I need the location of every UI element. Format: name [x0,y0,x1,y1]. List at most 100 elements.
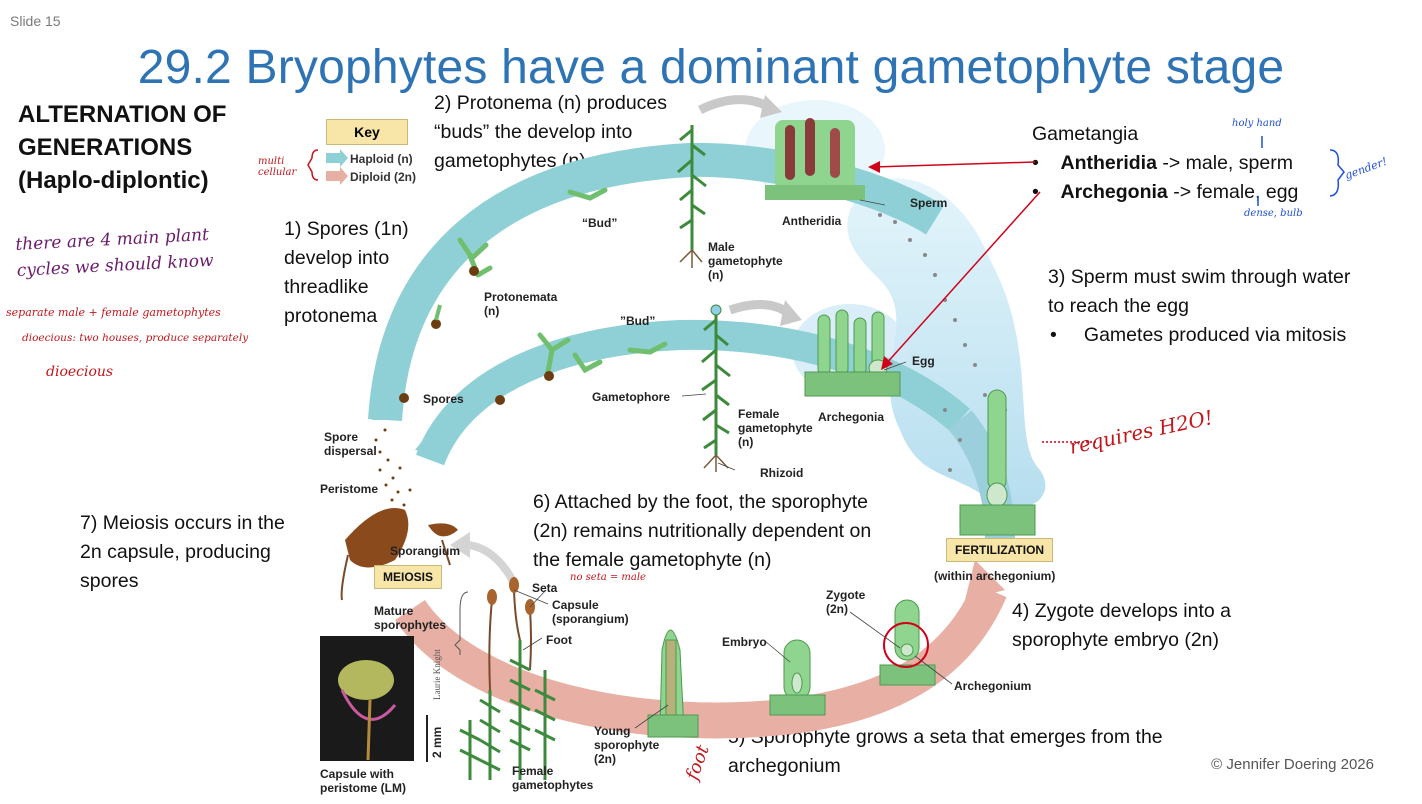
capsule-photo [320,636,414,761]
label-rhizoid: Rhizoid [760,466,804,480]
gray-arrow-top-head [760,95,782,118]
label-female-gametophyte: Female gametophyte (n) [738,407,813,449]
antheridia-term: Antheridia [1060,152,1157,174]
haploid-outer-arrowhead [372,400,398,420]
label-male-3: (n) [708,268,724,282]
gametangia-title: Gametangia [1032,123,1139,145]
step-7-line-1: 7) Meiosis occurs in the [80,512,285,534]
heading-line-1: ALTERNATION OF [18,101,227,128]
spore-lower-1 [544,371,554,381]
young-sporophyte-stage [647,629,699,738]
label-zygote-2: (2n) [826,602,848,616]
label-capsule: Capsule (sporangium) [552,598,629,626]
heading-line-2: GENERATIONS [18,134,193,161]
step-6-text: 6) Attached by the foot, the sporophyte … [533,488,871,575]
embryo-stage [769,639,826,716]
label-bud-top: “Bud” [582,216,618,230]
label-embryo: Embryo [722,635,767,649]
red-arrow-archegonia-head [881,356,893,370]
label-antheridia: Antheridia [782,214,842,228]
gray-arrow-top [697,95,773,115]
gray-arrow-mid-head [780,300,802,326]
step-3-bullet: • Gametes produced via mitosis [1048,321,1350,350]
label-protonemata-2: (n) [484,304,500,318]
spore-lower-2 [495,395,505,405]
heading-line-3: (Haplo-diplontic) [18,167,209,194]
step-5-line-1: 5) Sporophyte grows a seta that emerges … [728,726,1163,748]
label-sporangium: Sporangium [390,544,461,558]
handwritten-note-no-seta: no seta = male [570,572,646,583]
gametangia-block: Gametangia • Antheridia -> male, sperm •… [1032,120,1298,207]
step-7-text: 7) Meiosis occurs in the 2n capsule, pro… [80,509,285,596]
red-arrow-antheridia-head [868,161,880,173]
step-4-line-1: 4) Zygote develops into a [1012,600,1231,622]
step-5-line-2: archegonium [728,755,841,777]
handwritten-note-two-houses: dioecious: two houses, produce separatel… [22,332,249,344]
leader-lines [513,199,953,729]
label-mature-sporophytes: Mature sporophytes [374,604,446,632]
step-1-line-2: develop into [284,247,390,269]
label-young-1: Young [594,724,631,738]
label-spore-dispersal-2: dispersal [324,444,377,458]
label-foot: Foot [546,633,572,647]
step-4-text: 4) Zygote develops into a sporophyte emb… [1012,597,1231,655]
key-diploid-arrow [326,167,348,185]
step-1-line-1: 1) Spores (1n) [284,218,409,240]
step-1-text: 1) Spores (1n) develop into threadlike p… [284,215,409,331]
label-spore-dispersal: Spore dispersal [324,430,377,458]
handwritten-note-dense-bulb: dense, bulb [1244,208,1303,219]
handwritten-note-multicellular: multi cellular [258,156,297,178]
label-fertilization-sub: (within archegonium) [934,569,1056,583]
meiosis-tag: MEIOSIS [374,565,443,589]
gray-arrow-mid [728,300,794,319]
step-2-line-3: gametophytes (n) [434,150,586,172]
antheridia-item: • Antheridia -> male, sperm [1032,149,1298,178]
key-title: Key [326,119,408,145]
label-female-1: Female [738,407,780,421]
step-2-line-2: “buds” the develop into [434,121,633,143]
label-capsule-lm: Capsule with peristome (LM) [320,767,406,795]
label-young-2: sporophyte [594,738,660,752]
slide-title: 29.2 Bryophytes have a dominant gametoph… [137,41,1285,94]
male-gametophyte-plant [677,125,707,250]
label-female-gametophytes-2: gametophytes [512,778,594,792]
protonema-lower [537,332,668,375]
label-gametophore: Gametophore [592,390,671,404]
step-5-text: 5) Sporophyte grows a seta that emerges … [728,723,1163,781]
fertilization-tag: FERTILIZATION [946,538,1054,562]
red-circle-zygote [883,622,929,668]
bullet-dot: • [1032,181,1061,203]
step-6-line-3: the female gametophyte (n) [533,549,772,571]
label-mature-1: Mature [374,604,414,618]
key-diploid: Diploid (2n) [350,170,416,184]
diploid-arc [395,582,1007,739]
peristome-capsule [340,508,409,601]
sporangium-cup [428,523,458,537]
female-gametophytes-bottom [459,640,556,780]
label-male-1: Male [708,240,735,254]
haploid-inner-arrowhead [415,425,445,455]
label-egg: Egg [912,354,935,368]
label-spores: Spores [423,392,464,406]
label-capsule-lm-2: peristome (LM) [320,781,407,795]
label-scale: 2 mm [430,726,444,758]
step-6-line-1: 6) Attached by the foot, the sporophyte [533,491,868,513]
mature-bracket [454,591,469,655]
step-3-text: 3) Sperm must swim through water to reac… [1048,263,1350,350]
label-capsule-2: (sporangium) [552,612,629,626]
label-sperm: Sperm [910,196,948,210]
handwritten-note-holy-hand: holy hand [1232,118,1282,129]
label-female-gametophytes-1: Female [512,764,554,778]
step-7-line-2: 2n capsule, producing [80,541,271,563]
label-mature-2: sporophytes [374,618,447,632]
label-protonemata-1: Protonemata [484,290,558,304]
label-capsule-1: Capsule [552,598,599,612]
label-archegonium: Archegonium [954,679,1032,693]
label-female-3: (n) [738,435,754,449]
antheridia-cluster [765,118,865,200]
label-young-sporophyte: Young sporophyte (2n) [594,724,659,766]
step-3-line-1: 3) Sperm must swim through water [1048,266,1351,288]
key-haploid-arrow [326,149,348,167]
blue-brace [1329,149,1345,197]
